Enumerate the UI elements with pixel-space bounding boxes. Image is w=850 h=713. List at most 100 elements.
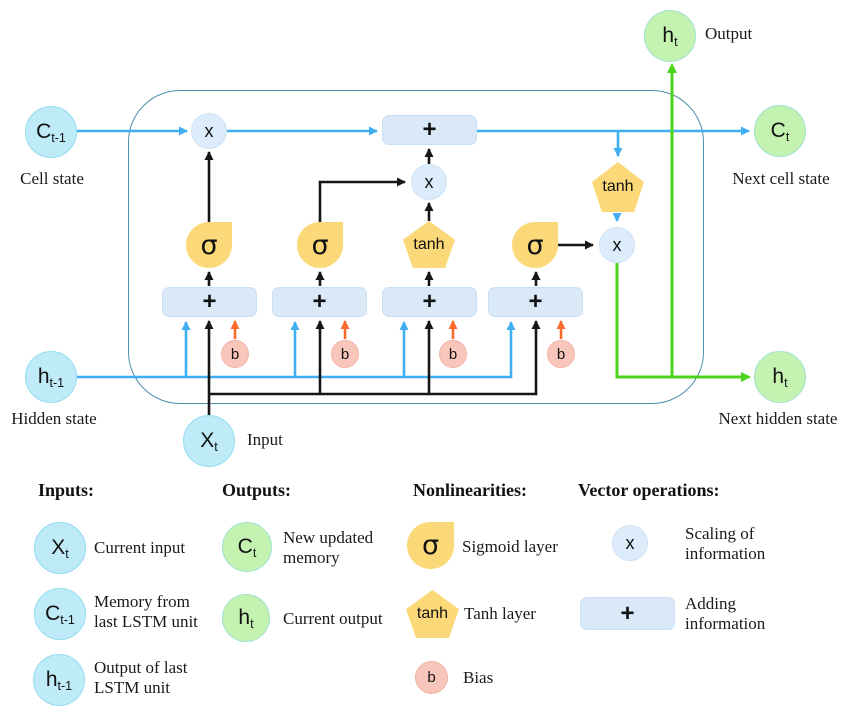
bias-node-4: b xyxy=(547,340,575,368)
bias-glyph: b xyxy=(427,669,436,686)
legend-label-bias: Bias xyxy=(463,668,494,687)
label-output: Output xyxy=(705,24,753,43)
output-sub: t xyxy=(674,35,678,49)
next-hidden-sub: t xyxy=(784,376,788,390)
next-cell-sub: t xyxy=(252,546,257,560)
sigma-glyph: σ xyxy=(526,229,544,261)
wire-input-bus xyxy=(209,320,541,396)
next-hidden-main: h xyxy=(772,365,785,388)
label-next-hidden-state: Next hidden state xyxy=(718,409,838,428)
add-glyph: + xyxy=(528,288,543,315)
multiply-glyph: x xyxy=(625,532,635,553)
add-glyph: + xyxy=(422,288,437,315)
legend-sigmoid-node: σ xyxy=(407,522,454,569)
prev-hidden-sub: t-1 xyxy=(57,679,73,693)
multiply-node-3: x xyxy=(599,227,635,263)
add-glyph: + xyxy=(422,116,437,143)
label-next-cell-state: Next cell state xyxy=(732,169,830,188)
bias-glyph: b xyxy=(340,345,350,363)
legend-outputs-title: Outputs: xyxy=(222,480,292,500)
sigmoid-node-2: σ xyxy=(297,222,343,268)
legend-label-output-last: Output of last LSTM unit xyxy=(94,658,188,698)
prev-cell-sub: t-1 xyxy=(60,613,75,627)
legend-bias-node: b xyxy=(415,661,448,694)
bias-node-1: b xyxy=(221,340,249,368)
legend-label-sigmoid: Sigmoid layer xyxy=(462,537,558,556)
next-cell-main: C xyxy=(770,119,786,142)
multiply-glyph: x xyxy=(204,120,214,141)
input-sub: t xyxy=(65,547,69,561)
label-input: Input xyxy=(247,430,283,449)
add-node-2: + xyxy=(272,287,367,317)
wire-sigma2-to-x2 xyxy=(318,177,406,222)
input-main: X xyxy=(200,429,215,452)
bias-node-2: b xyxy=(331,340,359,368)
add-glyph: + xyxy=(312,288,327,315)
orange-wires xyxy=(230,320,566,339)
multiply-node-2: x xyxy=(411,164,447,200)
legend-label-new-memory: New updated memory xyxy=(283,528,374,568)
sigma-glyph: σ xyxy=(311,229,329,261)
sigma-glyph: σ xyxy=(200,229,218,261)
add-glyph: + xyxy=(620,599,635,627)
add-node-top: + xyxy=(382,115,477,145)
bias-node-3: b xyxy=(439,340,467,368)
black-wires xyxy=(204,148,594,415)
legend-add-node: + xyxy=(580,597,675,630)
multiply-node-1: x xyxy=(191,113,227,149)
legend-label-current-input: Current input xyxy=(94,538,186,557)
tanh-glyph: tanh xyxy=(416,605,449,622)
sigmoid-node-1: σ xyxy=(186,222,232,268)
add-node-1: + xyxy=(162,287,257,317)
green-wires xyxy=(615,63,751,382)
prev-cell-main: C xyxy=(45,602,61,625)
label-cell-state: Cell state xyxy=(20,169,84,188)
legend-label-scaling: Scaling of information xyxy=(685,524,766,564)
prev-cell-sub: t-1 xyxy=(51,131,66,145)
label-hidden-state: Hidden state xyxy=(11,409,97,428)
legend-label-tanh: Tanh layer xyxy=(464,604,536,623)
input-main: X xyxy=(51,536,66,559)
add-glyph: + xyxy=(202,288,217,315)
prev-hidden-main: h xyxy=(45,668,58,691)
legend-nonlinearities-title: Nonlinearities: xyxy=(413,480,527,500)
wire-x3-to-nexthidden xyxy=(615,263,751,382)
lstm-cell-boundary xyxy=(128,90,704,404)
next-cell-main: C xyxy=(237,535,253,558)
prev-hidden-sub: t-1 xyxy=(49,376,65,390)
bias-glyph: b xyxy=(448,345,458,363)
wire-prevhidden-bus xyxy=(77,321,516,379)
output-main: h xyxy=(238,606,251,629)
legend-label-current-output: Current output xyxy=(283,609,383,628)
input-sub: t xyxy=(214,440,218,454)
sigma-glyph: σ xyxy=(421,530,440,561)
sigmoid-node-3: σ xyxy=(512,222,558,268)
blue-wires xyxy=(77,126,750,379)
legend-multiply-node: x xyxy=(612,525,648,561)
multiply-glyph: x xyxy=(424,171,434,192)
legend-label-adding: Adding information xyxy=(685,594,766,634)
legend-vector-ops-title: Vector operations: xyxy=(578,480,720,500)
next-cell-sub: t xyxy=(785,130,790,144)
tanh-glyph: tanh xyxy=(602,178,634,195)
add-node-3: + xyxy=(382,287,477,317)
bias-glyph: b xyxy=(230,345,240,363)
bias-glyph: b xyxy=(556,345,566,363)
multiply-glyph: x xyxy=(612,234,622,255)
tanh-glyph: tanh xyxy=(413,235,445,253)
legend-label-memory-last: Memory from last LSTM unit xyxy=(94,592,198,632)
output-main: h xyxy=(662,24,675,47)
prev-hidden-main: h xyxy=(37,365,50,388)
